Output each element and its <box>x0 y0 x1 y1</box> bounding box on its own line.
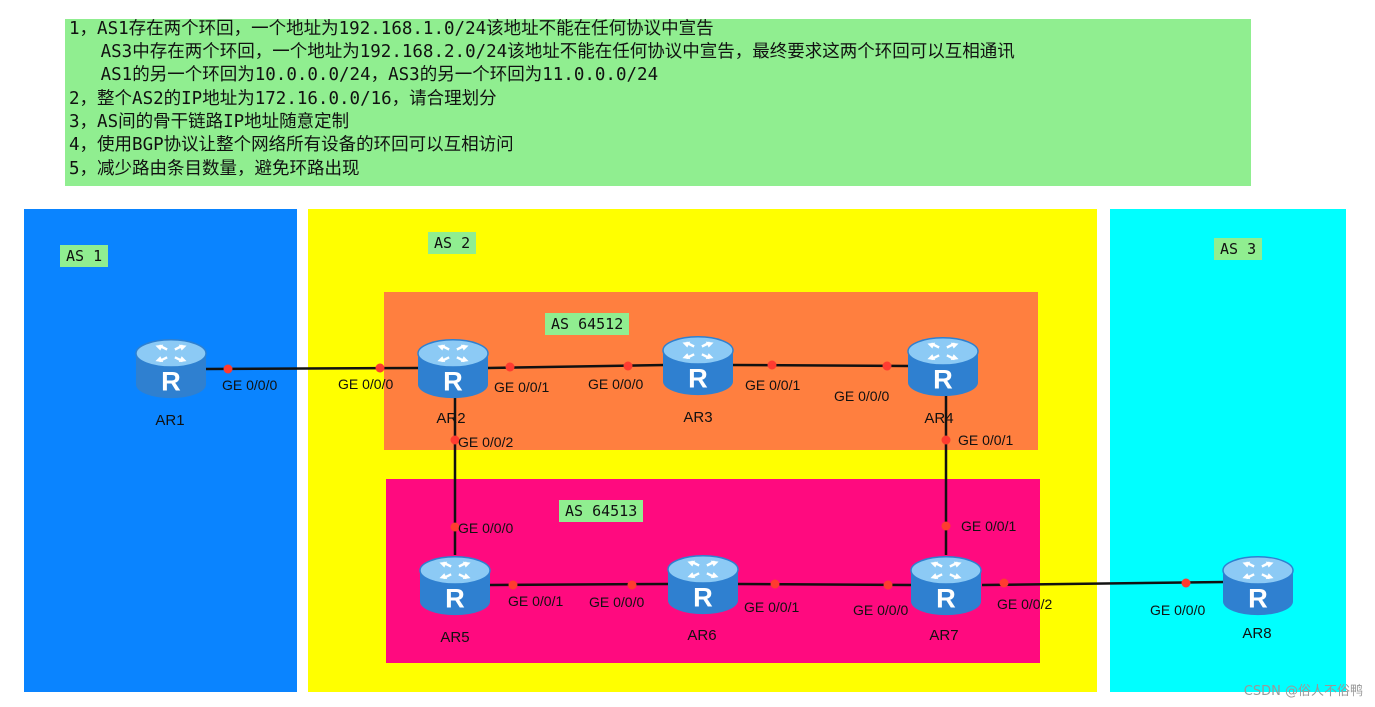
router-icon <box>661 335 735 397</box>
router-label-ar8: AR8 <box>1242 625 1271 642</box>
interface-label: GE 0/0/0 <box>589 594 644 610</box>
link-ar2-ar3 <box>487 363 666 370</box>
requirement-line: 3，AS间的骨干链路IP地址随意定制 <box>69 112 350 132</box>
router-icon <box>416 338 490 400</box>
port-dot <box>941 435 951 445</box>
as3-area <box>1110 209 1346 692</box>
router-icon <box>418 555 492 617</box>
interface-label: GE 0/0/1 <box>958 432 1013 448</box>
port-dot <box>767 360 777 370</box>
requirement-line: 1，AS1存在两个环回，一个地址为192.168.1.0/24该地址不能在任何协… <box>69 19 714 39</box>
router-icon <box>909 555 983 617</box>
router-label-ar2: AR2 <box>436 410 465 427</box>
as64512-label: AS 64512 <box>545 313 630 335</box>
as2-label: AS 2 <box>428 232 477 254</box>
port-dot <box>505 362 515 372</box>
interface-label: GE 0/0/1 <box>744 599 799 615</box>
port-dot <box>941 521 951 531</box>
requirement-line: 4，使用BGP协议让整个网络所有设备的环回可以互相访问 <box>69 135 514 155</box>
router-label-ar4: AR4 <box>924 410 953 427</box>
port-dot <box>623 361 633 371</box>
router-icon <box>1221 555 1295 617</box>
link-ar6-ar7 <box>737 582 913 587</box>
port-dot <box>882 361 892 371</box>
watermark: CSDN @俗人不俗鸭 <box>1243 684 1363 699</box>
router-label-ar3: AR3 <box>683 409 712 426</box>
interface-label: GE 0/0/0 <box>1150 602 1205 618</box>
interface-label: GE 0/0/1 <box>745 377 800 393</box>
requirements-box: 1，AS1存在两个环回，一个地址为192.168.1.0/24该地址不能在任何协… <box>65 19 1251 186</box>
router-label-ar7: AR7 <box>929 627 958 644</box>
as3-label: AS 3 <box>1214 238 1263 260</box>
router-label-ar5: AR5 <box>440 629 469 646</box>
router-icon <box>666 554 740 616</box>
port-dot <box>883 580 893 590</box>
as1-label: AS 1 <box>60 245 109 267</box>
interface-label: GE 0/0/0 <box>222 377 277 393</box>
requirement-line: AS1的另一个环回为10.0.0.0/24，AS3的另一个环回为11.0.0.0… <box>69 65 659 85</box>
router-label-ar1: AR1 <box>155 412 184 429</box>
interface-label: GE 0/0/2 <box>997 596 1052 612</box>
port-dot <box>770 579 780 589</box>
port-dot <box>450 522 460 532</box>
interface-label: GE 0/0/0 <box>834 388 889 404</box>
interface-label: GE 0/0/0 <box>338 376 393 392</box>
port-dot <box>627 580 637 590</box>
port-dot <box>223 364 233 374</box>
interface-label: GE 0/0/0 <box>588 376 643 392</box>
router-label-ar6: AR6 <box>687 627 716 644</box>
requirement-line: 5，减少路由条目数量，避免环路出现 <box>69 159 360 179</box>
router-icon <box>906 336 980 398</box>
port-dot <box>1181 578 1191 588</box>
interface-label: GE 0/0/1 <box>494 379 549 395</box>
link-ar5-ar6 <box>489 582 669 587</box>
port-dot <box>508 580 518 590</box>
router-icon <box>134 338 208 400</box>
interface-label: GE 0/0/1 <box>961 518 1016 534</box>
requirement-line: AS3中存在两个环回，一个地址为192.168.2.0/24该地址不能在任何协议… <box>69 42 1015 62</box>
port-dot <box>375 363 385 373</box>
port-dot <box>450 435 460 445</box>
as64513-label: AS 64513 <box>559 500 644 522</box>
link-ar3-ar4 <box>732 363 911 368</box>
port-dot <box>999 578 1009 588</box>
interface-label: GE 0/0/0 <box>853 602 908 618</box>
interface-label: GE 0/0/2 <box>458 434 513 450</box>
requirement-line: 2，整个AS2的IP地址为172.16.0.0/16，请合理划分 <box>69 89 497 109</box>
as1-area <box>24 209 297 692</box>
interface-label: GE 0/0/1 <box>508 593 563 609</box>
interface-label: GE 0/0/0 <box>458 520 513 536</box>
link-ar1-ar2 <box>204 366 421 371</box>
